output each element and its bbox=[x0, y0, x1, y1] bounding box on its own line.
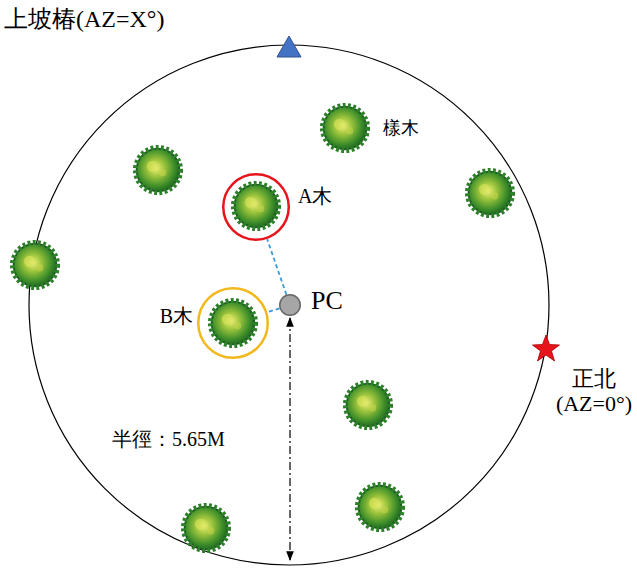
radius-label: 半徑：5.65M bbox=[112, 428, 225, 451]
upslope-label: 上坡椿(AZ=X°) bbox=[4, 6, 164, 34]
north-star bbox=[533, 335, 560, 361]
node-outline bbox=[222, 173, 290, 241]
radius-line bbox=[289, 318, 290, 560]
distance-line bbox=[267, 239, 286, 294]
node-outline bbox=[197, 287, 269, 359]
plot-boundary bbox=[29, 45, 549, 565]
tree-set bbox=[13, 106, 513, 551]
sample-tree-label: 樣木 bbox=[383, 118, 419, 139]
node-label: PC bbox=[311, 286, 343, 316]
node-label: A木 bbox=[298, 185, 332, 208]
node-outline bbox=[279, 294, 301, 316]
sample-tree-ring: B木 bbox=[197, 287, 269, 359]
plot-center-point: PC bbox=[279, 294, 301, 316]
distance-line bbox=[267, 308, 279, 312]
sample-tree-ring: A木 bbox=[222, 173, 290, 241]
node-label: B木 bbox=[160, 305, 193, 328]
upslope-marker bbox=[277, 36, 301, 57]
north-label: 正北 (AZ=0°) bbox=[553, 366, 635, 417]
